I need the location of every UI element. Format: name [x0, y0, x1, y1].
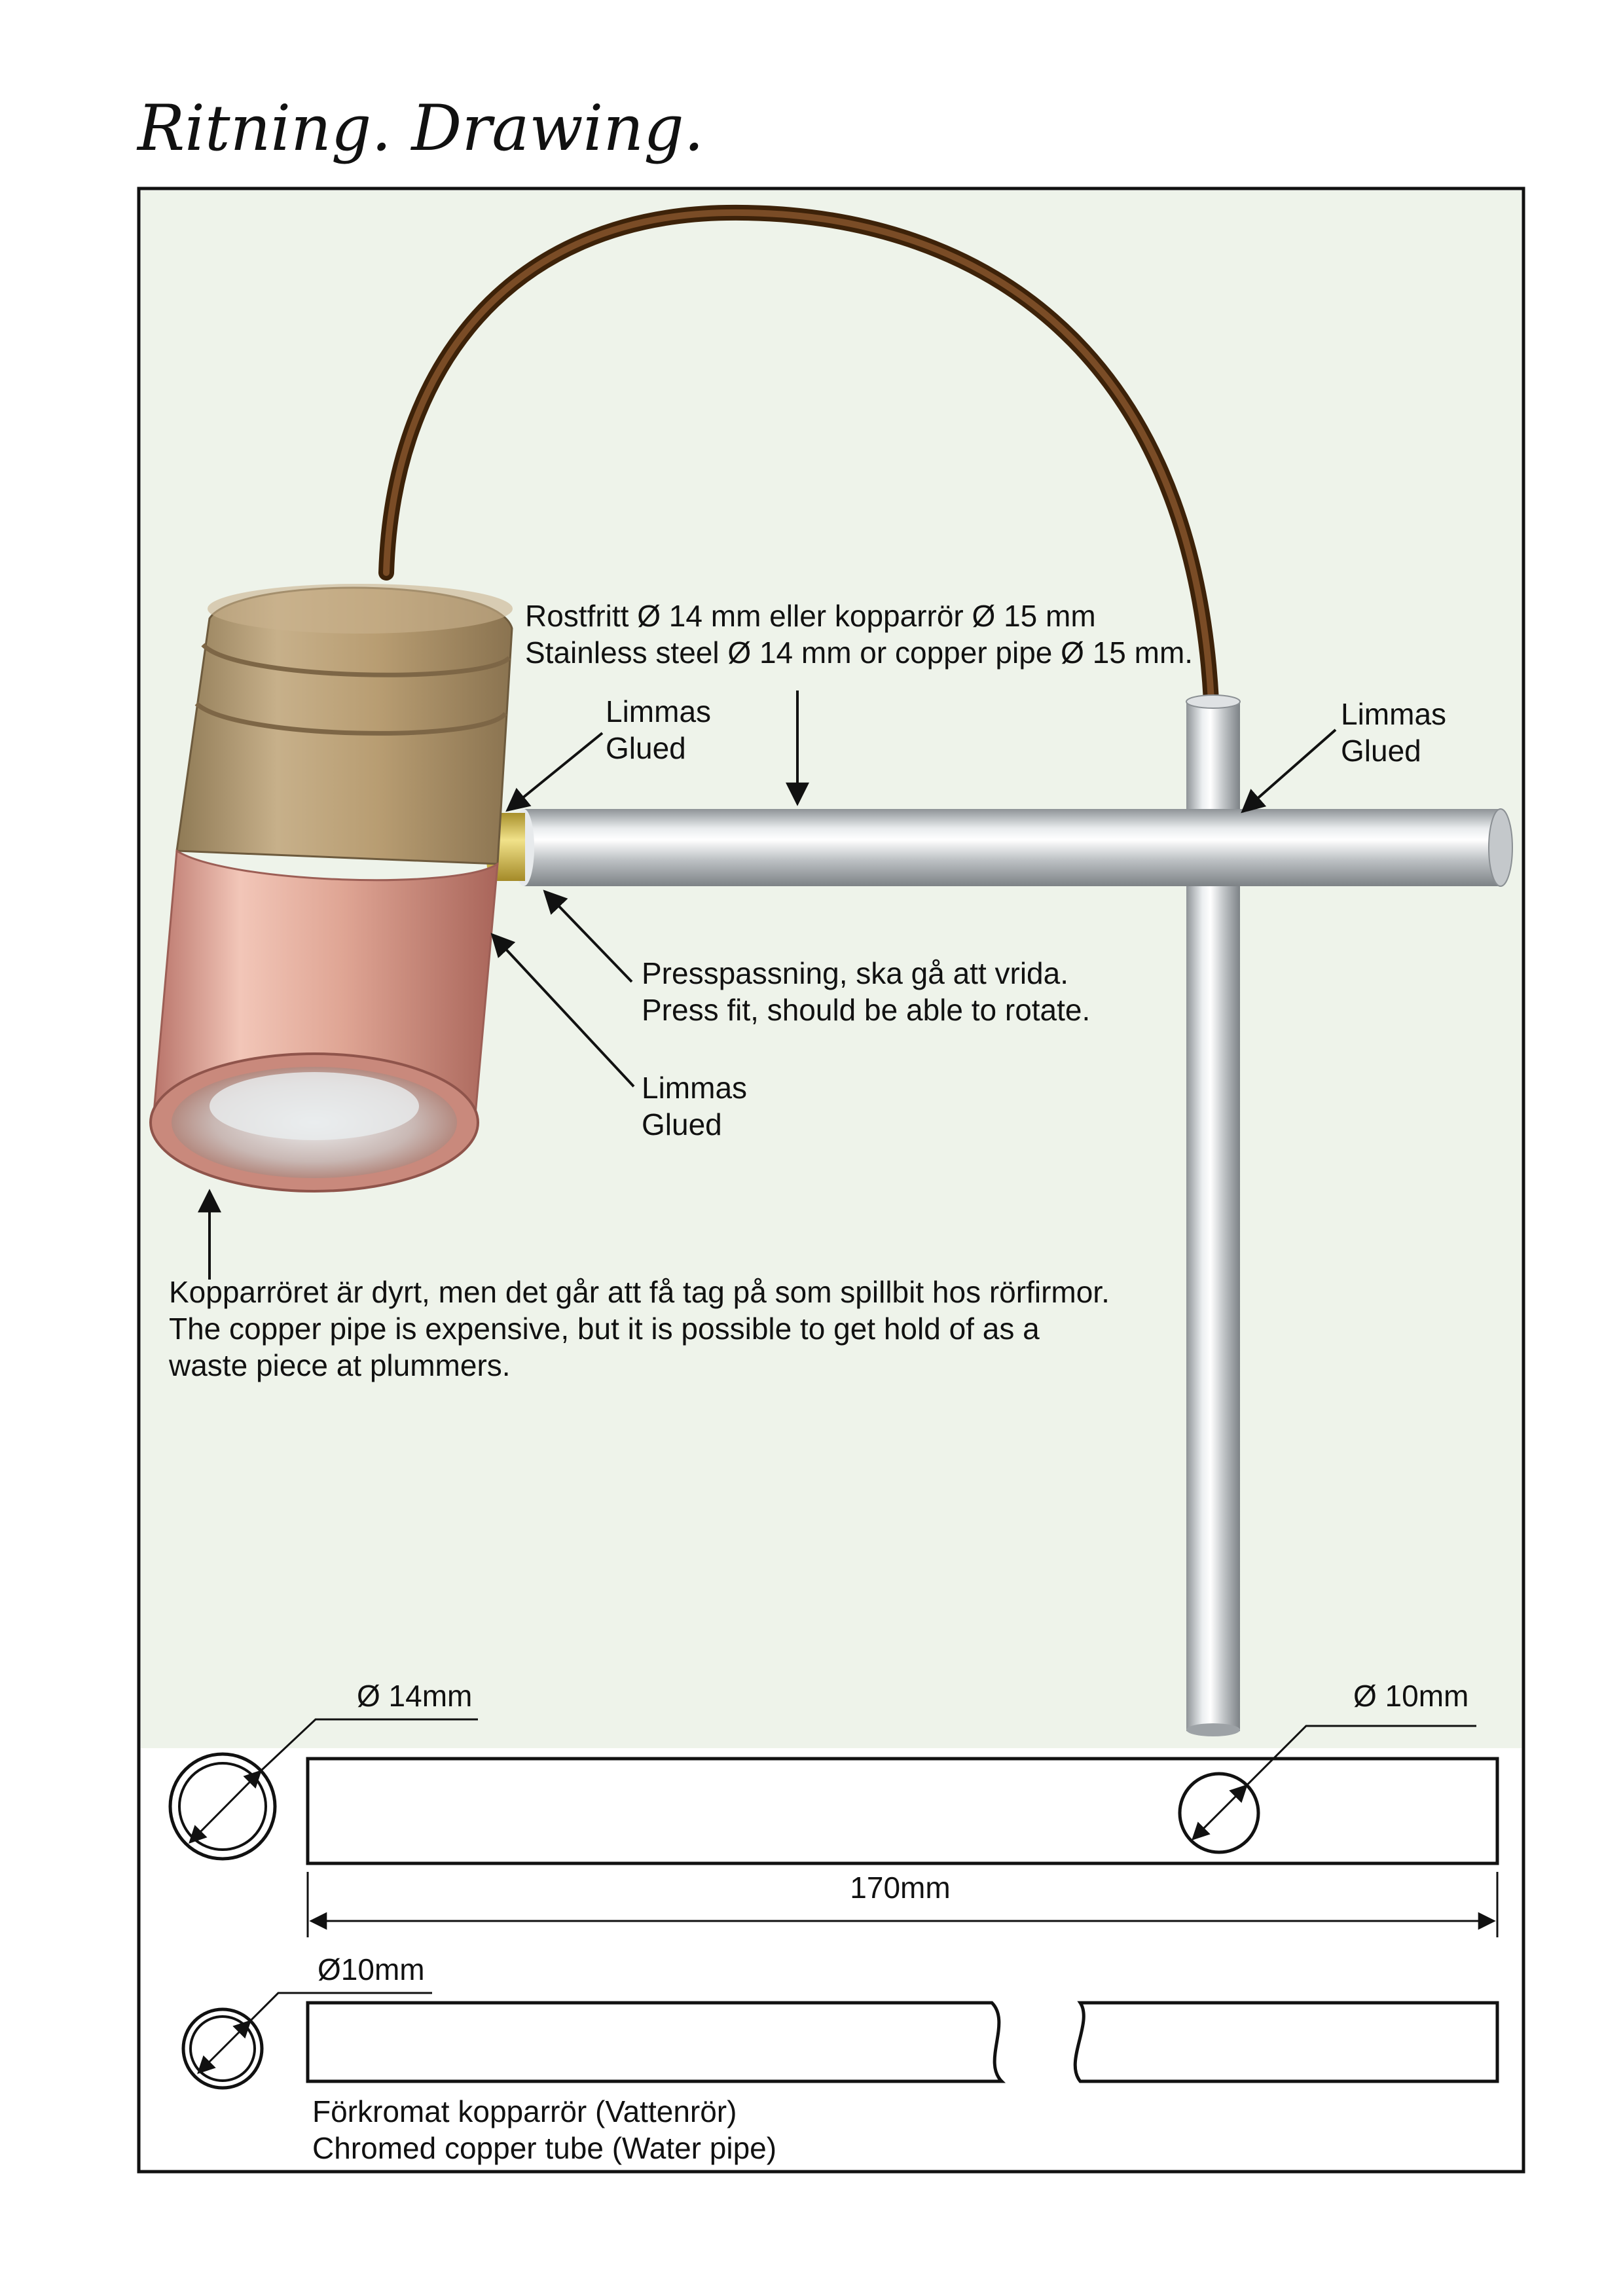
label-copper-note-1: Kopparröret är dyrt, men det går att få … — [169, 1275, 1110, 1309]
label-glued-left-en: Glued — [606, 731, 686, 765]
horizontal-steel-pipe — [513, 808, 1513, 887]
label-glued-left-sv: Limmas — [606, 694, 711, 728]
label-glued-right-sv: Limmas — [1341, 697, 1446, 731]
tube-cross-section-10mm-marker — [1178, 1725, 1476, 1854]
dim-length-label: 170mm — [850, 1871, 950, 1905]
label-material-sv: Rostfritt Ø 14 mm eller kopparrör Ø 15 m… — [525, 599, 1096, 633]
label-press-fit-sv: Presspassning, ska gå att vrida. — [642, 956, 1068, 990]
dim-10mm-copper-label: Ø10mm — [318, 1952, 425, 1986]
label-glued-lower-en: Glued — [642, 1107, 722, 1141]
label-copper-note-2: The copper pipe is expensive, but it is … — [169, 1312, 1040, 1346]
tube-side-view-14mm — [306, 1757, 1499, 1865]
length-dimension — [306, 1872, 1499, 1937]
label-copper-note-3: waste piece at plummers. — [168, 1348, 511, 1382]
wooden-lamp-holder — [175, 584, 513, 865]
arrow-press-fit — [543, 889, 633, 983]
label-press-fit-en: Press fit, should be able to rotate. — [642, 993, 1090, 1027]
tube-cross-section-14mm — [168, 1718, 478, 1861]
tube-caption-sv: Förkromat kopparrör (Vattenrör) — [312, 2094, 737, 2128]
page-title: Ritning. Drawing. — [137, 92, 704, 165]
dim-14mm-label: Ø 14mm — [357, 1679, 472, 1713]
copper-tube-side-view-left — [306, 2001, 1006, 2083]
arrow-glued-left — [505, 732, 604, 812]
label-glued-right-en: Glued — [1341, 734, 1421, 768]
tube-cross-section-10mm — [181, 1992, 432, 2090]
arrow-glued-right — [1241, 728, 1337, 814]
label-material-en: Stainless steel Ø 14 mm or copper pipe Ø… — [525, 636, 1193, 670]
tube-caption-en: Chromed copper tube (Water pipe) — [312, 2131, 776, 2165]
label-glued-lower-sv: Limmas — [642, 1071, 747, 1105]
copper-tube-side-view-right — [1073, 2001, 1499, 2083]
copper-lamp-shade — [149, 849, 499, 1193]
arrow-glued-lower — [490, 933, 635, 1088]
dim-10mm-label: Ø 10mm — [1353, 1679, 1468, 1713]
